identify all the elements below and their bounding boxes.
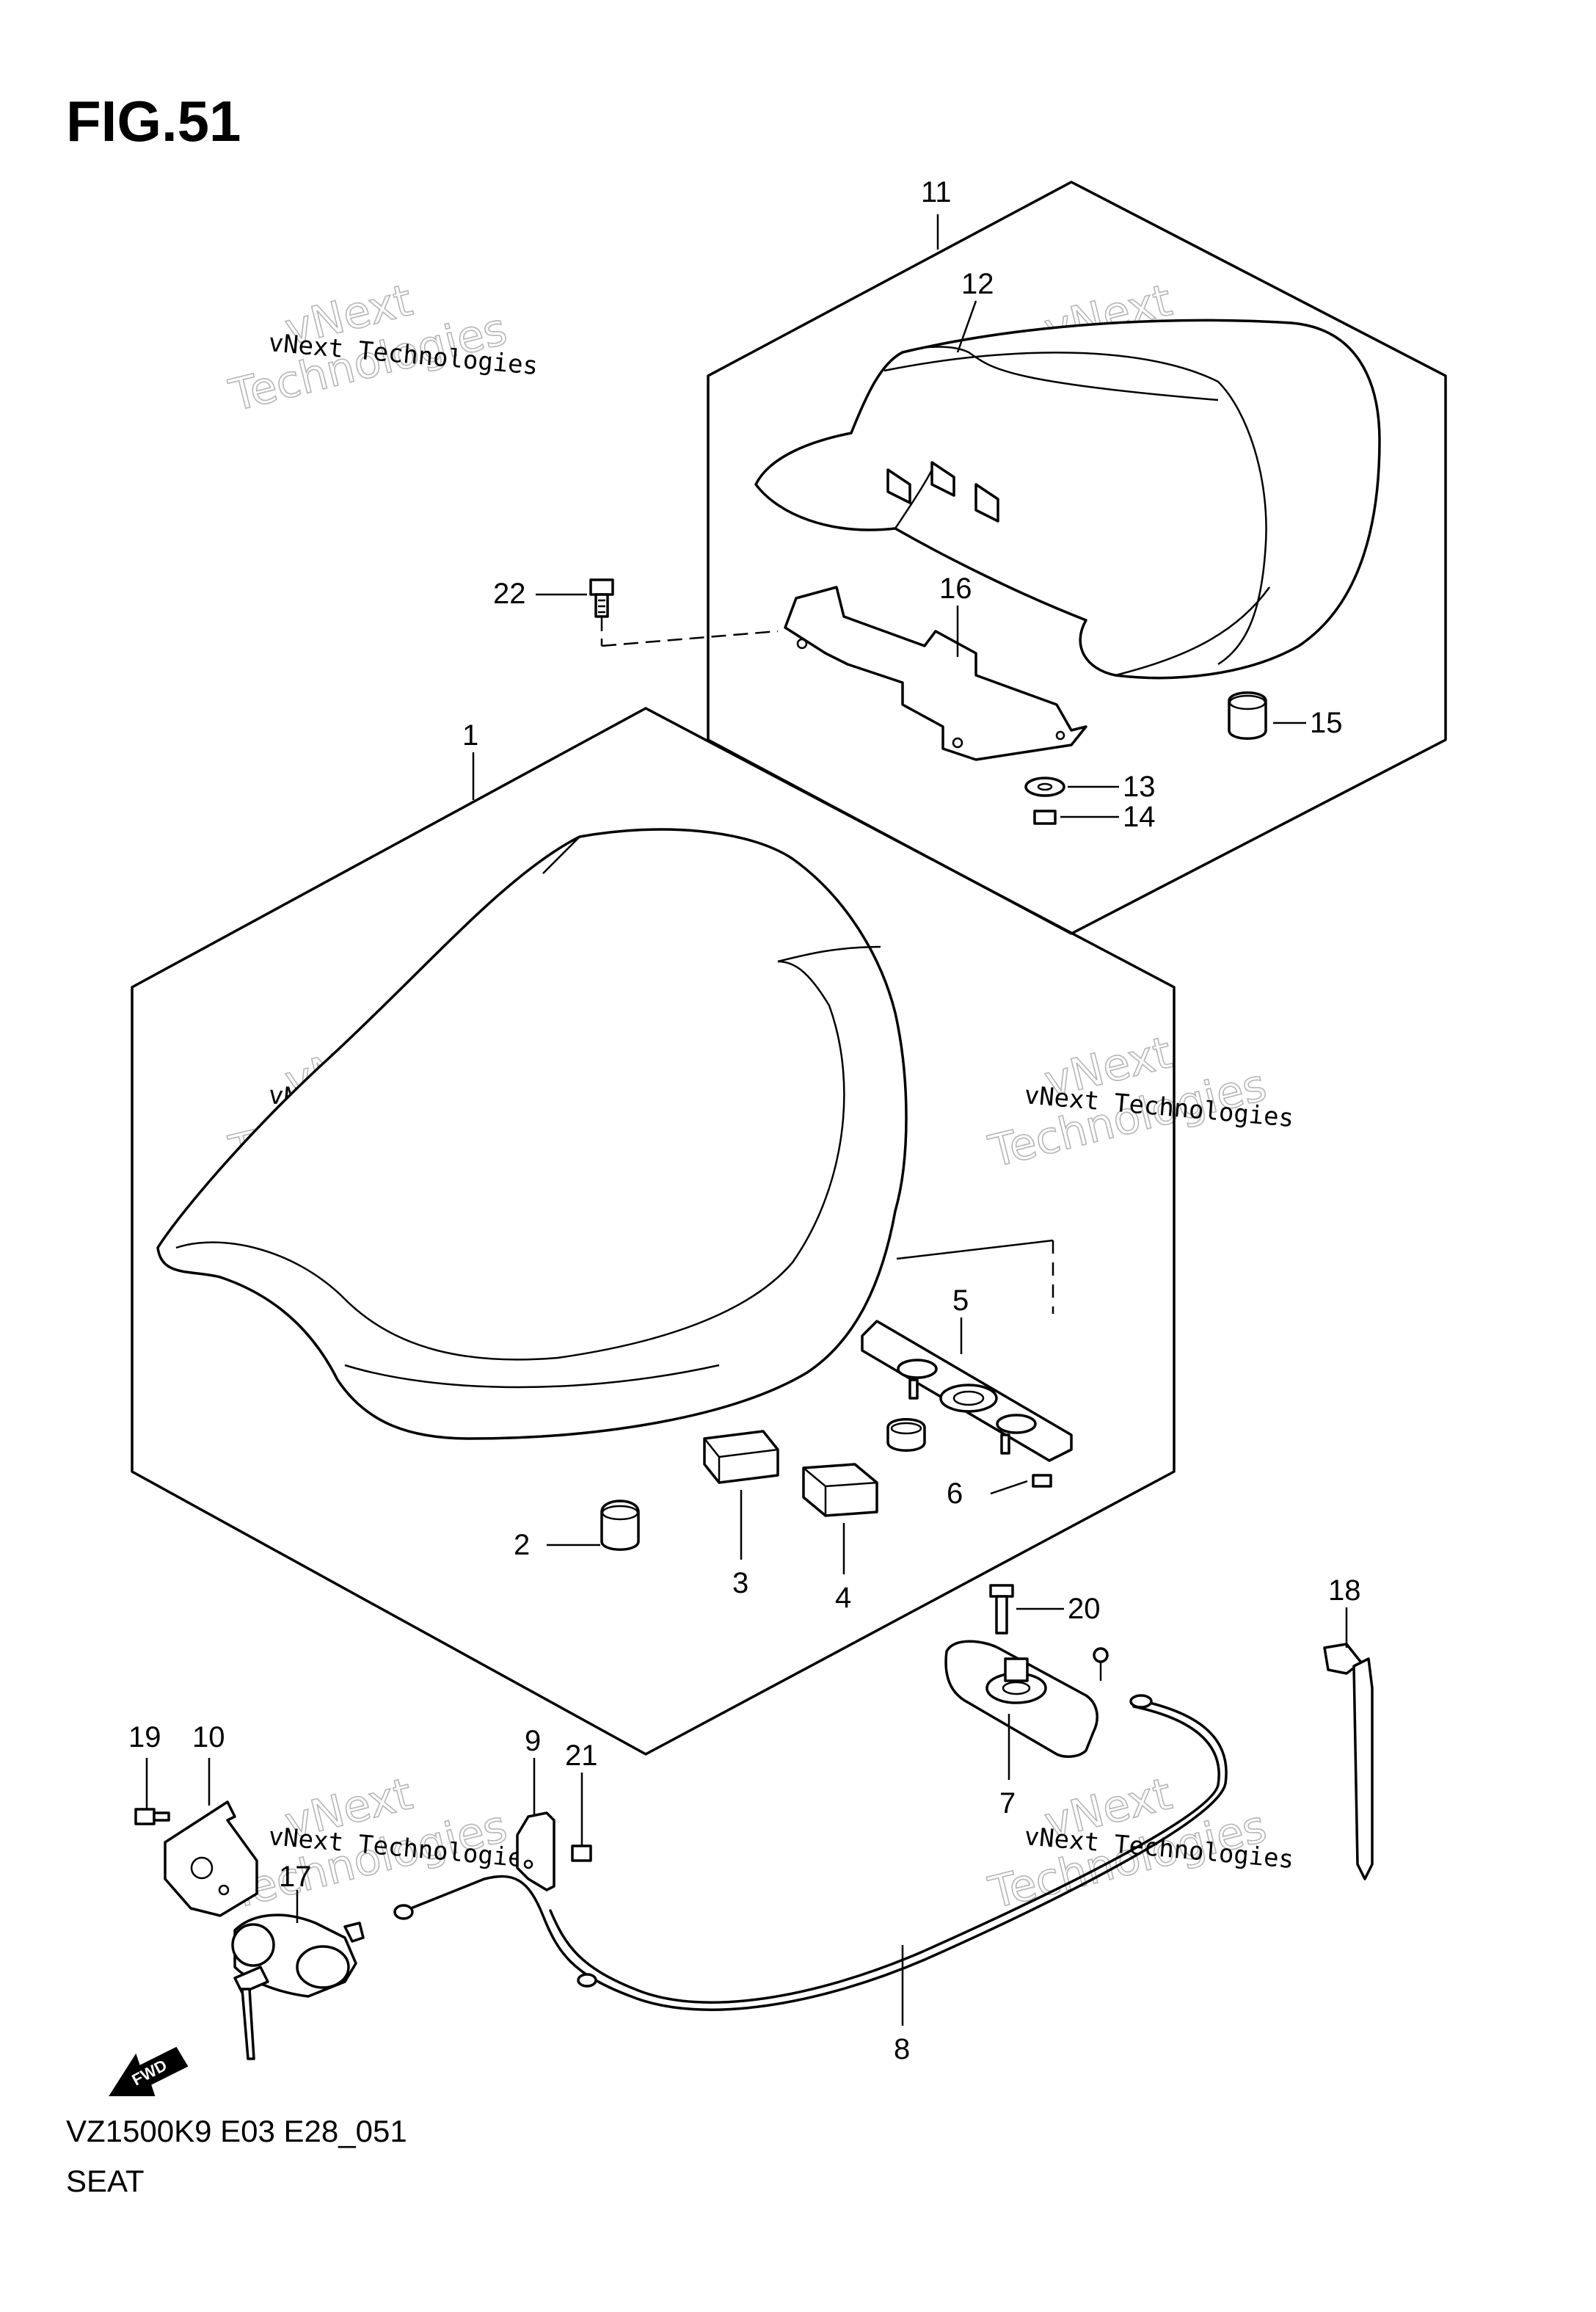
callout-5: 5 <box>952 1284 969 1317</box>
callout-12: 12 <box>961 268 994 300</box>
callout-15: 15 <box>1310 707 1343 739</box>
bolt-21-drawing <box>571 1844 592 1862</box>
front-seat-drawing <box>156 828 908 1440</box>
leader-lines <box>145 214 1348 2026</box>
callout-20: 20 <box>1068 1593 1101 1625</box>
model-code: VZ1500K9 E03 E28_051 <box>66 2114 407 2148</box>
bumper-2-drawing <box>600 1499 640 1551</box>
watermark-middle-right: vNext Technologies vNext Technologies <box>983 1026 1295 1178</box>
cable-8-drawing <box>393 1694 1228 2011</box>
figure-title: FIG.51 <box>66 89 241 153</box>
callout-6: 6 <box>947 1477 963 1510</box>
rear-seat-drawing <box>754 319 1381 680</box>
watermark-top-left: vNext Technologies vNext Technologies <box>224 274 539 422</box>
callout-16: 16 <box>939 572 972 605</box>
front-seat-assembly-outline <box>131 707 1176 1756</box>
tie-strap-18-drawing <box>1323 1643 1374 1880</box>
callout-10: 10 <box>192 1721 225 1753</box>
screw-20-drawing <box>989 1584 1014 1635</box>
nut-drawing <box>1033 810 1057 825</box>
front-seat-bracket-drawing <box>861 1320 1073 1462</box>
key-cylinder-17-drawing <box>231 1913 365 2060</box>
callout-13: 13 <box>1123 771 1156 803</box>
callout-3: 3 <box>732 1567 748 1599</box>
callout-8: 8 <box>894 2033 910 2065</box>
callout-9: 9 <box>525 1725 541 1757</box>
callout-1: 1 <box>462 719 478 752</box>
washer-drawing <box>1024 777 1065 797</box>
callout-labels: 11 12 22 16 15 13 14 1 5 6 2 3 4 18 20 7… <box>128 176 1361 2065</box>
seat-lock-drawing <box>944 1640 1109 1759</box>
callout-17: 17 <box>279 1861 312 1893</box>
callout-21: 21 <box>565 1740 598 1772</box>
watermark-bottom-right: vNext Technologies vNext Technologies <box>983 1767 1295 1919</box>
callout-11: 11 <box>921 176 952 208</box>
bolt-22-drawing <box>589 578 779 647</box>
callout-19: 19 <box>128 1721 161 1753</box>
callout-4: 4 <box>835 1582 851 1614</box>
section-name: SEAT <box>66 2164 145 2198</box>
rear-cushion-drawing <box>1228 691 1267 740</box>
watermark-bottom-left: vNext Technologies vNext Technologies <box>224 1767 539 1919</box>
grommet-drawing <box>886 1418 926 1452</box>
rear-seat-bracket-drawing <box>784 586 1087 761</box>
callout-2: 2 <box>514 1529 530 1561</box>
plate-10-drawing <box>164 1800 258 1917</box>
callout-18: 18 <box>1328 1574 1361 1607</box>
callout-14: 14 <box>1123 801 1156 833</box>
clamp-9-drawing <box>516 1811 555 1891</box>
pad-3-drawing <box>703 1430 779 1484</box>
callout-22: 22 <box>493 578 526 610</box>
forward-arrow-icon: FWD <box>109 2046 189 2096</box>
nut-6-drawing <box>1032 1474 1052 1488</box>
pad-4-drawing <box>802 1463 878 1517</box>
bolt-19-drawing <box>134 1808 170 1825</box>
callout-7: 7 <box>999 1787 1016 1820</box>
